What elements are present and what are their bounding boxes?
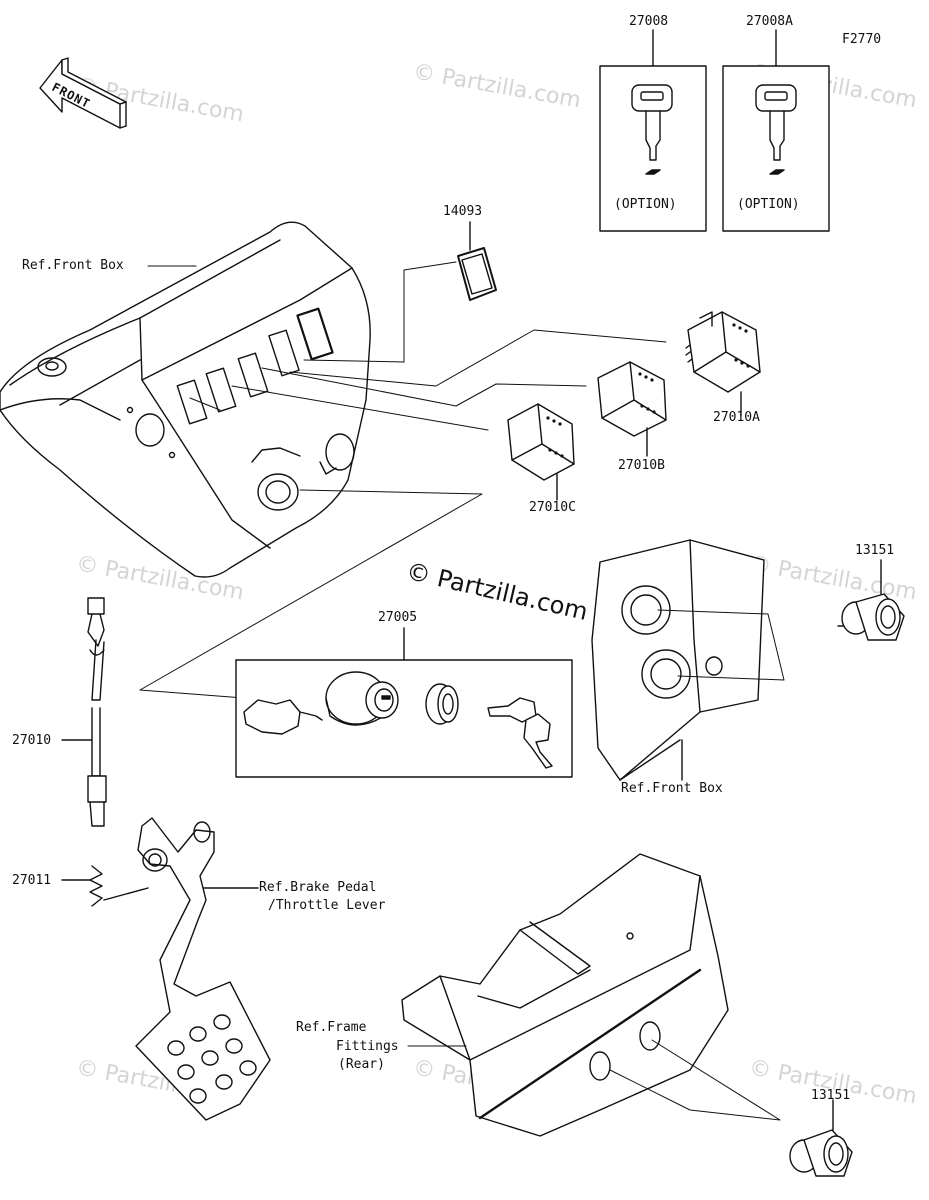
switch-cutouts (176, 307, 334, 425)
key-option-box-27008A (722, 29, 830, 232)
rocker-switch-27010B (597, 361, 667, 457)
part-label-27010A: 27010A (713, 410, 760, 425)
leader-lines (139, 261, 667, 701)
part-label-27005: 27005 (378, 610, 418, 625)
ref-front-box-right: Ref.Front Box (621, 781, 723, 796)
ignition-switch-box-27005 (235, 627, 573, 778)
brake-pedal (103, 817, 271, 1121)
ref-frame-rear: (Rear) (338, 1057, 385, 1072)
socket-13151-bottom (789, 1099, 853, 1177)
ref-brake-pedal: Ref.Brake Pedal (259, 880, 377, 895)
socket-13151-top (837, 559, 905, 641)
front-box-panel-right (591, 539, 785, 781)
option-label: (OPTION) (614, 197, 677, 212)
ref-front-box-top: Ref.Front Box (22, 258, 124, 273)
part-label-27010C: 27010C (529, 500, 576, 515)
part-label-13151-bottom: 13151 (811, 1088, 851, 1103)
key-option-box-27008 (599, 29, 707, 232)
part-label-27010: 27010 (12, 733, 52, 748)
front-arrow-icon (39, 57, 127, 129)
part-label-27008: 27008 (629, 14, 669, 29)
pedal-holes (167, 1014, 257, 1104)
reference-leaders (147, 265, 467, 1047)
part-label-13151-top: 13151 (855, 543, 895, 558)
rocker-switch-27010C (507, 403, 575, 501)
spring-27011 (61, 865, 103, 907)
part-label-14093: 14093 (443, 204, 483, 219)
part-label-27008A: 27008A (746, 14, 793, 29)
frame-fittings-rear (401, 853, 781, 1137)
ref-frame: Ref.Frame (296, 1020, 367, 1035)
front-box-dashboard (0, 221, 371, 578)
figure-code: F2770 (842, 32, 882, 47)
switch-cap-14093 (457, 221, 497, 301)
ref-frame-fittings: Fittings (336, 1039, 399, 1054)
option-label: (OPTION) (737, 197, 800, 212)
ref-throttle-lever: /Throttle Lever (268, 898, 386, 913)
wire-harness-27010 (61, 597, 107, 827)
part-label-27010B: 27010B (618, 458, 665, 473)
part-label-27011: 27011 (12, 873, 52, 888)
rocker-switch-27010A (685, 311, 761, 417)
